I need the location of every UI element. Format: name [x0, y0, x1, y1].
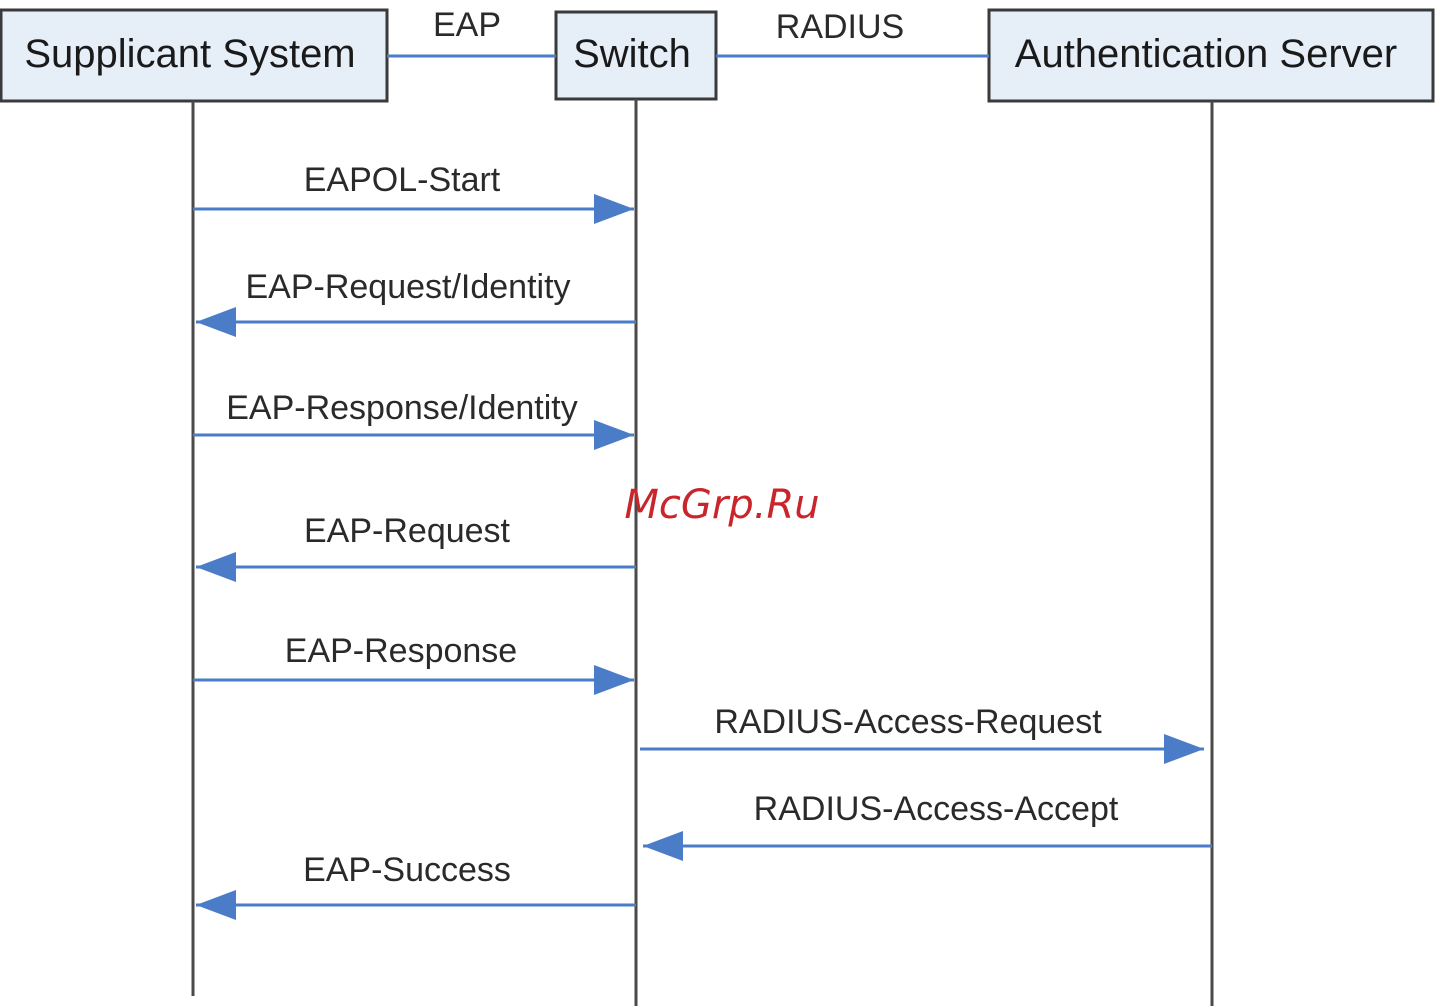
link-eap-label: EAP [433, 6, 501, 44]
message-label: RADIUS-Access-Accept [754, 790, 1119, 828]
message-eap-response: EAP-Response [193, 632, 634, 680]
message-eap-request: EAP-Request [196, 512, 636, 567]
watermark-text: McGrp.Ru [624, 482, 819, 528]
message-label: EAP-Request [304, 512, 511, 550]
participant-switch: Switch [556, 12, 716, 99]
message-label: RADIUS-Access-Request [714, 703, 1102, 741]
message-label: EAP-Response [285, 632, 517, 670]
participant-server: Authentication Server [989, 10, 1433, 101]
message-radius-access-request: RADIUS-Access-Request [640, 703, 1204, 749]
participant-supplicant-label: Supplicant System [24, 32, 355, 76]
link-eap: EAP [387, 6, 556, 56]
message-label: EAP-Success [303, 851, 511, 889]
message-label: EAP-Request/Identity [245, 268, 570, 306]
message-label: EAP-Response/Identity [226, 389, 578, 427]
message-eap-request-identity: EAP-Request/Identity [196, 268, 636, 322]
link-radius: RADIUS [716, 8, 989, 56]
message-label: EAPOL-Start [304, 161, 501, 199]
link-radius-label: RADIUS [776, 8, 904, 46]
message-eap-success: EAP-Success [196, 851, 636, 905]
message-radius-access-accept: RADIUS-Access-Accept [643, 790, 1212, 846]
message-eap-response-identity: EAP-Response/Identity [193, 389, 634, 435]
participant-switch-label: Switch [573, 32, 691, 76]
participant-supplicant: Supplicant System [1, 10, 387, 101]
message-eapol-start: EAPOL-Start [193, 161, 634, 209]
participant-server-label: Authentication Server [1015, 32, 1397, 76]
